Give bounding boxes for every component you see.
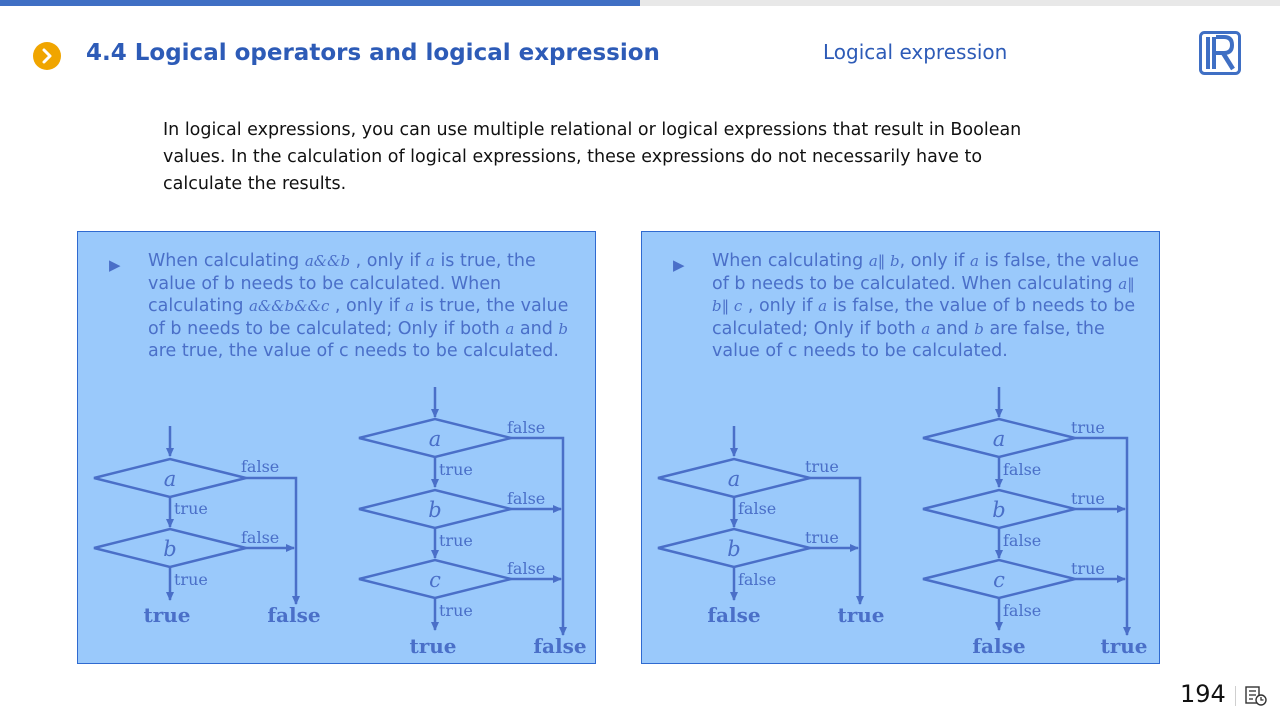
node-label: b (992, 498, 1005, 522)
text-run: When calculating (148, 251, 305, 271)
and-explanation: When calculating a&&b , only if a is tru… (148, 250, 578, 363)
notes-icon[interactable] (1245, 686, 1267, 706)
progress-bar (0, 0, 1280, 6)
node-label: a (993, 427, 1006, 451)
flow-arrow (810, 476, 864, 605)
variable: b (974, 319, 984, 338)
node-label: a (728, 467, 741, 491)
branch-label: false (738, 570, 776, 589)
bullet-triangle-icon: ▶ (673, 256, 685, 274)
flow-arrow (246, 476, 300, 605)
result-label: true (143, 603, 190, 627)
result-label: false (972, 634, 1025, 658)
text-run: are true, the value of c needs to be cal… (148, 341, 559, 361)
and-flowcharts: a b false true false true true false a b… (93, 387, 587, 658)
node-label: b (163, 537, 176, 561)
node-label: c (429, 568, 441, 592)
section-subtitle: Logical expression (823, 40, 1008, 64)
node-label: b (727, 537, 740, 561)
variable: a (505, 319, 515, 338)
variable: a (969, 252, 979, 270)
branch-label: false (1003, 460, 1041, 479)
or-explanation: When calculating a‖ b, only if a is fals… (712, 250, 1142, 363)
r-logo-icon (1199, 31, 1241, 75)
or-operator-panel: ▶ When calculating a‖ b, only if a is fa… (641, 231, 1160, 664)
result-label: false (707, 603, 760, 627)
divider (1235, 686, 1236, 706)
branch-label: true (439, 601, 473, 620)
text-run: is false, the value of b needs to be cal… (712, 251, 1139, 294)
text-run: are false, the value of c needs to be ca… (712, 318, 1105, 362)
text-run: , only if (329, 296, 406, 316)
branch-label: true (1071, 418, 1105, 437)
branch-label: false (241, 457, 279, 476)
branch-label: true (1071, 489, 1105, 508)
branch-label: true (439, 460, 473, 479)
variable: a (818, 297, 828, 315)
variable: a (425, 252, 435, 270)
text-run: and (930, 318, 975, 339)
node-label: a (429, 427, 442, 451)
result-label: true (409, 634, 456, 658)
node-label: b (428, 498, 441, 522)
branch-label: true (805, 528, 839, 547)
expression: a‖ b (868, 252, 900, 270)
branch-label: false (507, 489, 545, 508)
text-run: is true, the value of b needs to be calc… (148, 251, 536, 316)
branch-label: true (439, 531, 473, 550)
chevron-right-icon (33, 42, 61, 70)
and-operator-panel: ▶ When calculating a&&b , only if a is t… (77, 231, 596, 664)
branch-label: true (174, 570, 208, 589)
text-run: , only if (350, 251, 426, 271)
expression: a‖ b‖ c (712, 274, 1135, 316)
result-label: false (267, 603, 320, 627)
variable: a (405, 297, 415, 315)
text-run: is false, the value of b needs to be cal… (712, 296, 1136, 339)
page-number: 194 (1180, 680, 1226, 708)
text-run: When calculating (712, 251, 869, 271)
branch-label: true (174, 499, 208, 518)
flow-arrow (1075, 436, 1131, 636)
text-run: is true, the value of b needs to be calc… (148, 296, 569, 339)
result-label: true (837, 603, 884, 627)
page-title: 4.4 Logical operators and logical expres… (86, 40, 660, 66)
result-label: false (533, 634, 586, 658)
node-label: a (164, 467, 177, 491)
branch-label: false (507, 559, 545, 578)
flow-arrow (511, 436, 567, 636)
progress-bar-fill (0, 0, 640, 6)
text-run: , only if (742, 296, 819, 316)
expression: a&&b (304, 252, 351, 270)
node-label: c (993, 568, 1005, 592)
branch-label: false (1003, 531, 1041, 550)
intro-paragraph: In logical expressions, you can use mult… (163, 120, 1022, 194)
branch-label: true (805, 457, 839, 476)
branch-label: false (241, 528, 279, 547)
branch-label: true (1071, 559, 1105, 578)
result-label: true (1100, 634, 1147, 658)
text-run: and (514, 318, 559, 339)
variable: a (921, 319, 931, 338)
branch-label: false (738, 499, 776, 518)
expression: a&&b&&c (249, 297, 330, 315)
or-flowcharts: a b true false true false false true a b… (657, 387, 1148, 658)
bullet-triangle-icon: ▶ (109, 256, 121, 274)
text-run: , only if (899, 251, 970, 271)
branch-label: false (1003, 601, 1041, 620)
variable: b (558, 319, 568, 338)
branch-label: false (507, 418, 545, 437)
